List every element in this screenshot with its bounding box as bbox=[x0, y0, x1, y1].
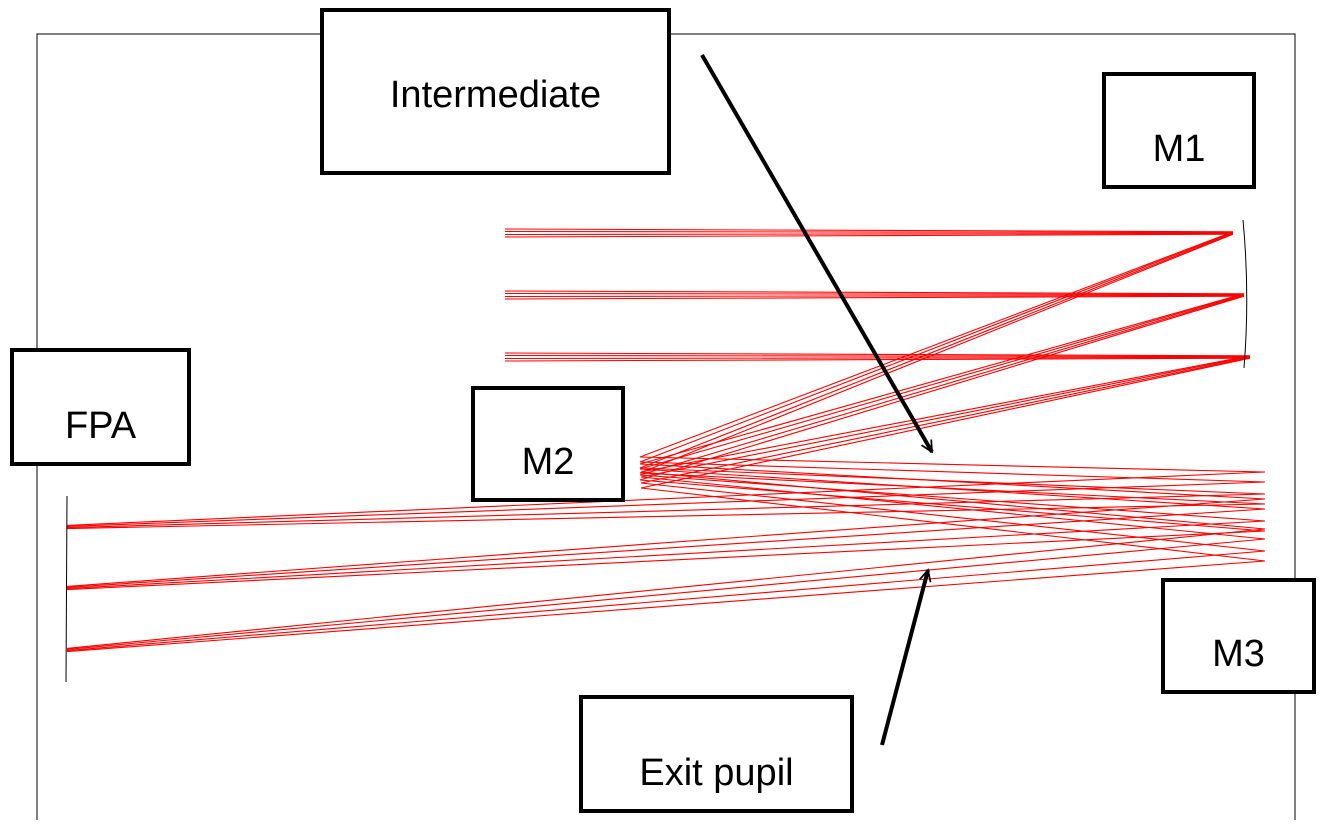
fpa-label-box: FPA bbox=[10, 348, 191, 466]
light-ray bbox=[66, 498, 1266, 587]
light-ray bbox=[639, 294, 1245, 470]
light-ray bbox=[66, 520, 1266, 590]
m2-label: M2 bbox=[521, 441, 575, 483]
exit-pupil-label: Exit pupil bbox=[639, 752, 794, 794]
light-ray bbox=[640, 357, 1251, 489]
intermediate-arrow bbox=[700, 53, 934, 452]
light-ray bbox=[66, 493, 1266, 529]
intermediate-label-box: Intermediate bbox=[320, 8, 671, 175]
light-ray bbox=[66, 528, 1266, 649]
ray-bundle bbox=[66, 228, 1266, 653]
light-ray bbox=[504, 294, 1245, 298]
light-ray bbox=[639, 461, 1266, 483]
m3-label-box: M3 bbox=[1161, 578, 1316, 694]
light-ray bbox=[639, 456, 1266, 473]
light-ray bbox=[640, 471, 1266, 530]
light-ray bbox=[640, 356, 1251, 478]
light-ray bbox=[66, 538, 1266, 650]
light-ray bbox=[504, 292, 1245, 296]
light-ray bbox=[639, 474, 1266, 522]
light-ray bbox=[504, 295, 1245, 300]
light-ray bbox=[66, 508, 1266, 588]
light-ray bbox=[66, 471, 1266, 526]
light-ray bbox=[640, 487, 1266, 562]
light-ray bbox=[504, 230, 1234, 234]
light-ray bbox=[504, 233, 1234, 238]
light-ray bbox=[639, 231, 1234, 458]
m1-label: M1 bbox=[1152, 128, 1206, 170]
intermediate-label: Intermediate bbox=[389, 74, 602, 116]
light-ray bbox=[639, 294, 1245, 476]
light-ray bbox=[640, 356, 1251, 484]
light-ray bbox=[504, 290, 1245, 295]
mirror-m1-surface bbox=[1242, 219, 1248, 369]
light-ray bbox=[504, 232, 1234, 236]
light-ray bbox=[66, 503, 1266, 530]
exit-pupil-label-box: Exit pupil bbox=[579, 695, 854, 813]
light-ray bbox=[66, 530, 1266, 591]
light-ray bbox=[640, 482, 1266, 552]
light-ray bbox=[639, 233, 1234, 474]
light-ray bbox=[639, 232, 1234, 469]
light-ray bbox=[66, 550, 1266, 652]
light-ray bbox=[639, 293, 1245, 465]
m2-label-box: M2 bbox=[471, 386, 625, 502]
m3-label: M3 bbox=[1212, 633, 1265, 675]
fpa-detector-surface bbox=[65, 495, 68, 683]
light-ray bbox=[640, 476, 1266, 540]
fpa-label: FPA bbox=[64, 405, 137, 447]
light-ray bbox=[66, 560, 1266, 653]
light-ray bbox=[639, 479, 1266, 532]
light-ray bbox=[66, 481, 1266, 527]
light-ray bbox=[639, 463, 1266, 500]
light-ray bbox=[639, 295, 1245, 481]
light-ray bbox=[639, 232, 1234, 463]
exit-pupil-arrow bbox=[880, 570, 928, 746]
light-ray bbox=[640, 355, 1251, 473]
m1-label-box: M1 bbox=[1102, 72, 1256, 189]
light-ray bbox=[639, 468, 1266, 510]
light-ray bbox=[504, 228, 1234, 233]
